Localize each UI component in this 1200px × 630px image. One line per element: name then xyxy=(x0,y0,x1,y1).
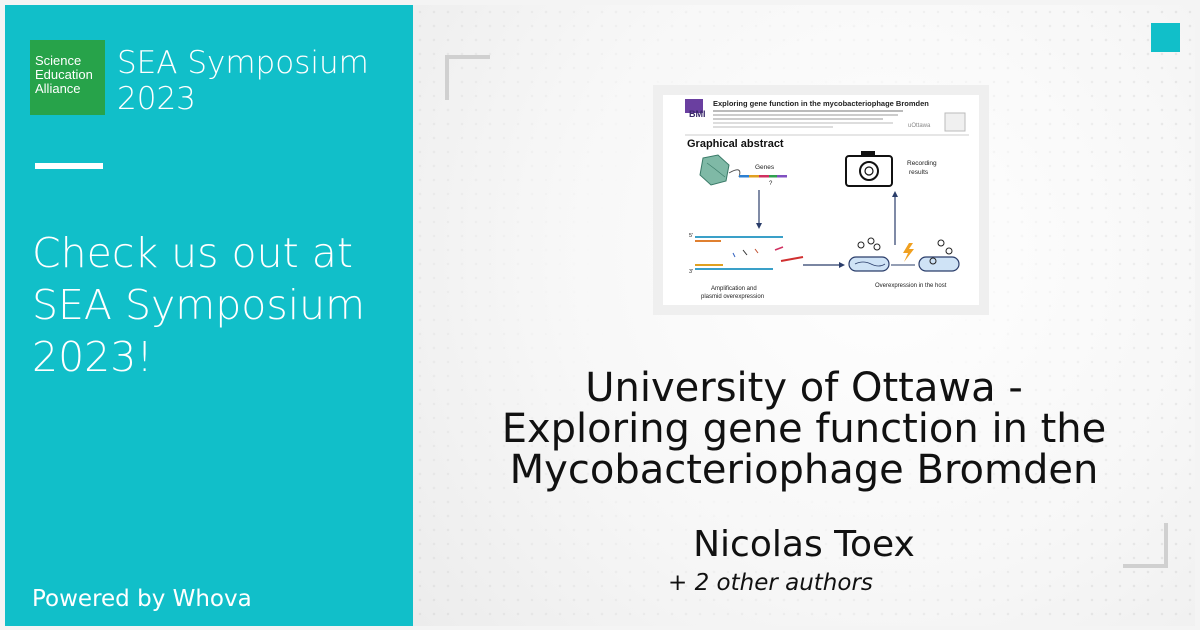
poster-title-line-1: University of Ottawa - xyxy=(585,365,1023,411)
author-line-4 xyxy=(713,122,893,124)
corner-bracket-top-left xyxy=(445,55,490,100)
poster-title-line-2: Exploring gene function in the xyxy=(501,406,1107,452)
arrow-right-head xyxy=(839,262,845,268)
poster-thumbnail[interactable]: BMI Exploring gene function in the mycob… xyxy=(653,85,989,315)
partner-logo xyxy=(944,112,966,132)
sea-logo: Science Education Alliance xyxy=(30,40,105,115)
recording-label-2: results xyxy=(909,169,929,176)
genes-label: Genes xyxy=(755,164,775,171)
author-line-1 xyxy=(713,110,903,112)
primary-author: Nicolas Toex xyxy=(693,524,915,565)
amp-label-1: Amplification and xyxy=(711,286,757,292)
powered-by-link[interactable]: Powered by Whova xyxy=(32,586,252,612)
bmi-logo-text: BMI xyxy=(689,109,706,119)
arrow-up-head xyxy=(892,191,898,197)
accent-square xyxy=(1151,23,1180,52)
author-line-5 xyxy=(713,126,833,128)
other-authors: + 2 other authors xyxy=(668,570,873,596)
thumb-header: Exploring gene function in the mycobacte… xyxy=(713,99,929,108)
cta-line-3: 2023! xyxy=(32,333,153,381)
poster-panel: BMI Exploring gene function in the mycob… xyxy=(413,5,1195,626)
logo-line-3: Alliance xyxy=(35,81,81,96)
section-heading: Graphical abstract xyxy=(687,138,784,150)
logo-line-1: Science xyxy=(35,53,82,68)
uottawa-logo: uOttawa xyxy=(908,123,931,129)
author-line-2 xyxy=(713,114,898,116)
event-title: SEA Symposium 2023 xyxy=(117,45,397,117)
five-prime: 5' xyxy=(689,233,693,239)
poster-title-line-3: Mycobacteriophage Bromden xyxy=(509,447,1099,493)
phage-icon xyxy=(699,154,730,186)
dna-strand xyxy=(728,169,741,178)
corner-bracket-bottom-right xyxy=(1123,523,1168,568)
event-title-line-1: SEA Symposium xyxy=(117,45,369,81)
cta-line-2: SEA Symposium xyxy=(32,281,366,329)
logo-line-2: Education xyxy=(35,67,93,82)
poster-title[interactable]: University of Ottawa - Exploring gene fu… xyxy=(413,368,1195,491)
three-prime: 3' xyxy=(689,269,693,275)
host-cells xyxy=(848,237,960,272)
host-label: Overexpression in the host xyxy=(875,283,947,289)
event-panel: Science Education Alliance SEA Symposium… xyxy=(5,5,413,626)
question-mark: ? xyxy=(769,181,773,187)
amp-label-2: plasmid overexpression xyxy=(701,294,764,300)
call-to-action: Check us out at SEA Symposium 2023! xyxy=(32,227,402,383)
arrow-down-head xyxy=(756,223,762,229)
event-title-line-2: 2023 xyxy=(117,81,196,117)
pcr-strands xyxy=(695,236,804,270)
cta-line-1: Check us out at xyxy=(32,229,353,277)
divider xyxy=(35,163,103,169)
bmi-logo-icon xyxy=(685,99,703,113)
recording-label-1: Recording xyxy=(907,160,937,167)
camera-icon xyxy=(845,151,893,187)
poster-thumbnail-image: BMI Exploring gene function in the mycob… xyxy=(663,95,979,305)
graphical-abstract: BMI Exploring gene function in the mycob… xyxy=(685,99,969,300)
gene-segments xyxy=(739,175,787,178)
author-line-3 xyxy=(713,118,883,120)
